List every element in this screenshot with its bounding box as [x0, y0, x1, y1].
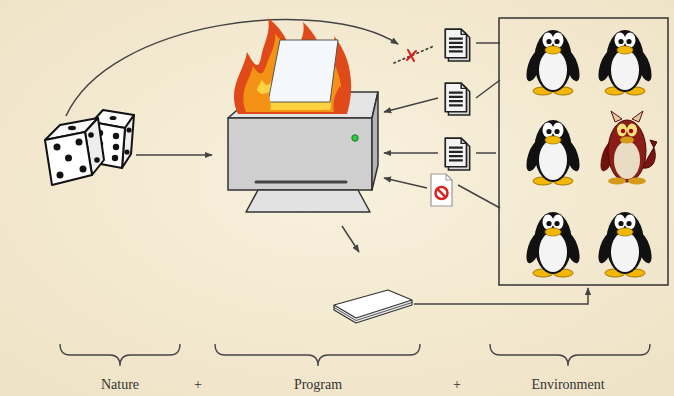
source-lines-part [476, 152, 496, 154]
die-front-part-part [88, 132, 94, 138]
blocked-document-part [437, 189, 445, 197]
document-icon [445, 83, 469, 115]
die-front-part [45, 132, 92, 185]
brace-label: Nature [60, 376, 180, 394]
brace-part [490, 344, 650, 366]
die-front-part-part [76, 139, 83, 146]
environment-box [499, 18, 668, 285]
penguin [595, 212, 654, 277]
input-arrows-part [384, 152, 438, 154]
die-front-part-part [94, 157, 100, 163]
die-front-part [54, 126, 100, 179]
die-front-part-part [80, 166, 87, 173]
penguin [523, 212, 582, 277]
die-front [45, 118, 104, 185]
dotted-link [394, 46, 434, 63]
printer [228, 18, 378, 212]
document-icon [445, 138, 469, 170]
printer-part [246, 190, 370, 212]
devil-figure [597, 111, 657, 185]
printer-part [333, 86, 346, 112]
input-arrows-part [384, 98, 438, 112]
document-icon [445, 29, 469, 61]
blocked-document-part [436, 187, 448, 199]
die-front-part-part [68, 126, 76, 130]
die-back-part-part [124, 149, 129, 154]
printer-part [372, 92, 378, 190]
red-cross [407, 50, 416, 61]
printer-part [268, 40, 338, 102]
red-cross-part [407, 51, 416, 60]
printer-part [352, 135, 358, 141]
plus-sign: + [138, 376, 258, 394]
paper-stack [334, 290, 412, 323]
blocked-document-part [431, 174, 452, 206]
output-arrow [342, 226, 359, 252]
brace-label: Environment [508, 376, 628, 394]
die-back-part-part [113, 133, 119, 139]
dice-arrow [136, 154, 212, 156]
printer-part [256, 181, 346, 184]
brace-label: Program [258, 376, 378, 394]
input-arrows-part [384, 178, 427, 188]
input-arrows [384, 98, 438, 188]
die-front-part-part [65, 155, 72, 162]
feedback-arrow [414, 288, 588, 304]
blocked-document [431, 174, 452, 206]
brace-part [60, 344, 180, 366]
paper-stack-part [334, 290, 412, 318]
brace [60, 344, 650, 366]
penguin [523, 30, 582, 95]
source-lines-part [476, 42, 500, 44]
blocked-document-part [446, 174, 452, 180]
die-back-part-part [126, 127, 131, 132]
source-lines-part [458, 185, 500, 208]
dice [45, 110, 134, 185]
brace-part [215, 344, 420, 366]
plus-sign: + [397, 376, 517, 394]
printer-part [248, 84, 271, 112]
source-lines-part [476, 80, 500, 98]
die-back-part-part [110, 116, 117, 120]
flames [234, 18, 351, 114]
penguin [595, 30, 654, 95]
flames-part [234, 18, 351, 114]
source-lines [458, 43, 500, 208]
paper-stack-part [334, 303, 412, 321]
die-back-part-part [112, 155, 118, 161]
flames-part [243, 34, 341, 112]
die-front-part-part [57, 172, 64, 179]
die-back-part-part [113, 144, 119, 150]
penguin [523, 120, 582, 185]
printer-part [228, 118, 372, 190]
die-front-part-part [54, 144, 61, 151]
